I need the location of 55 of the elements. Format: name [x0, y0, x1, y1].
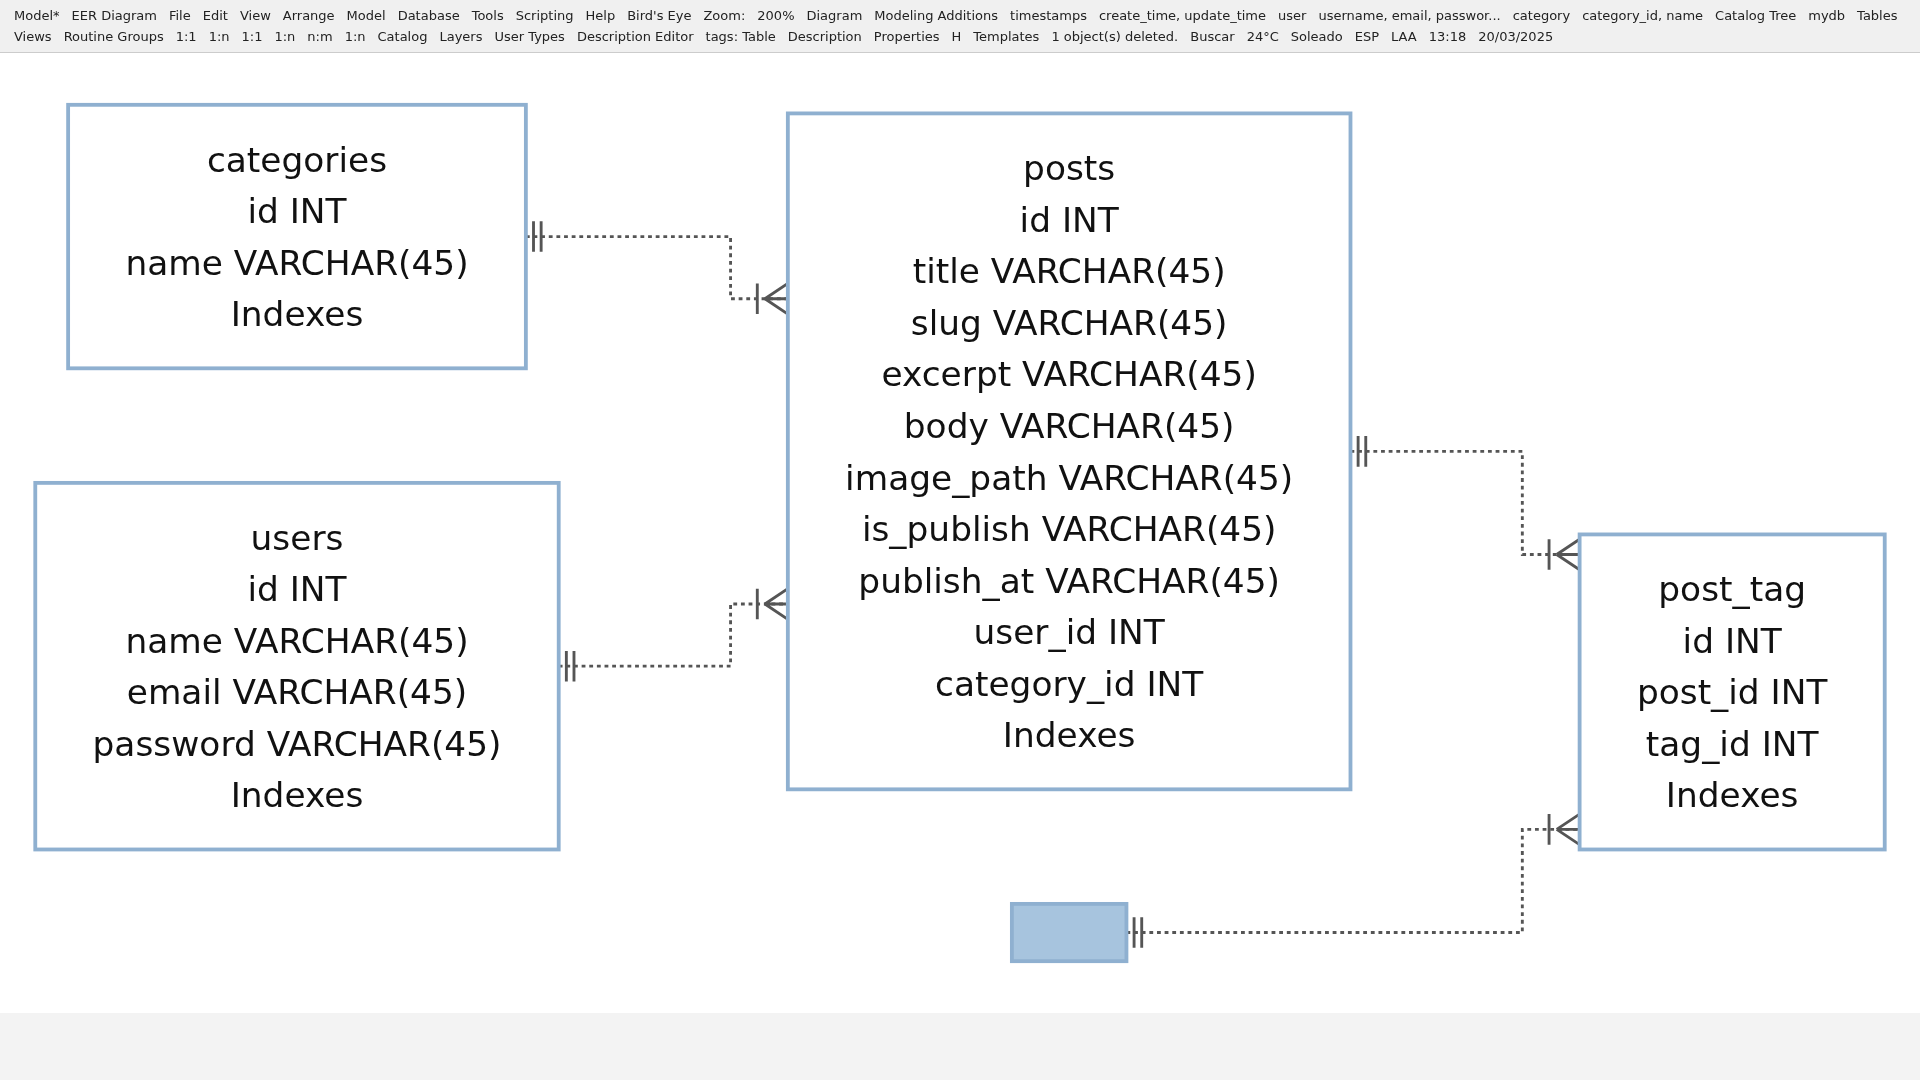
ui-label: Model* — [14, 8, 60, 23]
ui-label: Description — [787, 29, 862, 44]
ui-label: Layers — [439, 29, 483, 44]
ui-label: ESP — [1354, 29, 1380, 44]
ui-label: Tables — [1857, 8, 1898, 23]
ui-label: Routine Groups — [63, 29, 164, 44]
ui-label: category_id, name — [1582, 8, 1704, 23]
ui-label: Modeling Additions — [874, 8, 999, 23]
ui-label: Edit — [202, 8, 228, 23]
node-box: categories id INT name VARCHAR(45) Indexes — [66, 102, 528, 371]
ui-label: Views — [14, 29, 52, 44]
ui-label: User Types — [494, 29, 565, 44]
ui-label: Database — [397, 8, 460, 23]
node-box: post_tag id INT post_id INT tag_id INT Indexes — [1577, 532, 1887, 852]
ui-label: timestamps — [1010, 8, 1087, 23]
ui-label: category — [1512, 8, 1571, 23]
ui-label: Description Editor — [576, 29, 694, 44]
ui-label: Properties — [873, 29, 940, 44]
ui-label: user — [1278, 8, 1307, 23]
ui-label: 20/03/2025 — [1478, 29, 1554, 44]
ui-label: Buscar — [1190, 29, 1235, 44]
ui-label: mydb — [1808, 8, 1846, 23]
ui-label: 1:1 — [241, 29, 263, 44]
ui-label: Catalog — [377, 29, 428, 44]
ui-label: Templates — [973, 29, 1040, 44]
ui-label: 1:1 — [175, 29, 197, 44]
ui-label: n:m — [307, 29, 333, 44]
ui-label: 1:n — [274, 29, 296, 44]
ui-label: Scripting — [515, 8, 574, 23]
ui-label: H — [951, 29, 962, 44]
ui-label: Arrange — [282, 8, 335, 23]
ui-label: EER Diagram — [71, 8, 157, 23]
ui-label: Model — [346, 8, 386, 23]
ui-label: tags: Table — [705, 29, 776, 44]
ui-label: View — [239, 8, 271, 23]
ui-label: Soleado — [1290, 29, 1343, 44]
ui-label: create_time, update_time — [1098, 8, 1267, 23]
node-box: posts id INT title VARCHAR(45) slug VARCHAR(45) excerpt VARCHAR(45) body VARCHAR(45) image_path VARCHAR(45) is_publish VARCHAR(45) publish_at VARCHAR(45) user_id INT category_id INT Indexes — [785, 111, 1353, 792]
ui-label: 1 object(s) deleted. — [1051, 29, 1179, 44]
ui-label: 24°C — [1246, 29, 1279, 44]
ui-label: 13:18 — [1428, 29, 1467, 44]
ui-label: Catalog Tree — [1715, 8, 1797, 23]
node-box — [1009, 902, 1129, 964]
ui-label: Diagram — [806, 8, 863, 23]
ui-label: Help — [585, 8, 616, 23]
ui-label: File — [168, 8, 191, 23]
ui-label: Zoom: — [703, 8, 746, 23]
ui-label: 1:n — [344, 29, 366, 44]
ui-label: username, email, passwor... — [1318, 8, 1501, 23]
ui-label: 200% — [757, 8, 795, 23]
ui-label: Tools — [471, 8, 504, 23]
ui-label: LAA — [1391, 29, 1417, 44]
ui-label: 1:n — [208, 29, 230, 44]
ui-label: Bird's Eye — [627, 8, 692, 23]
node-box: users id INT name VARCHAR(45) email VARCHAR(45) password VARCHAR(45) Indexes — [33, 480, 561, 852]
